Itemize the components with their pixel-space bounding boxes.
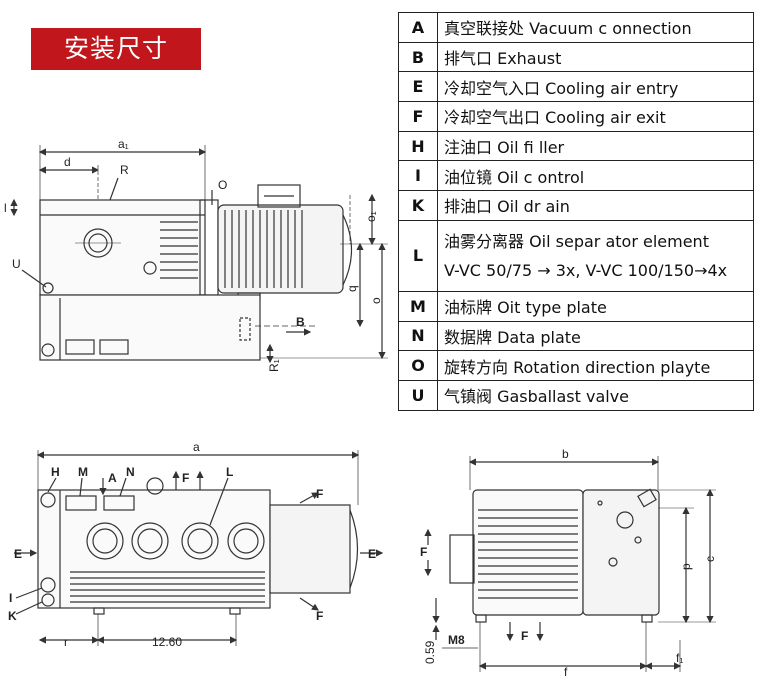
legend-code: N xyxy=(398,320,438,352)
dim-a1: a₁ xyxy=(118,137,129,151)
dim-p: p xyxy=(679,563,693,570)
legend-code: A xyxy=(398,12,438,43)
label-B: B xyxy=(296,315,305,329)
dim-o: o xyxy=(369,297,383,304)
legend-code: B xyxy=(398,41,438,73)
legend-text: 气镇阀 Gasballast valve xyxy=(437,379,754,411)
label-R: R xyxy=(120,163,129,177)
dim-0-59: 0.59 xyxy=(423,640,437,664)
legend-text: 真空联接处 Vacuum c onnection xyxy=(437,12,754,43)
legend-code: H xyxy=(398,130,438,162)
side-view-drawing xyxy=(10,145,388,364)
legend-text-line1: 油雾分离器 Oil separ ator element xyxy=(444,231,709,251)
label-A: A xyxy=(108,471,117,485)
label-E-left: E xyxy=(14,547,22,561)
front-view-labels: a H M A N F L F F E E I K r 12.60 xyxy=(8,440,376,649)
dim-b: b xyxy=(562,447,569,461)
dim-d: d xyxy=(64,155,71,169)
label-K: K xyxy=(8,609,17,623)
legend-text: 排油口 Oil dr ain xyxy=(437,190,754,221)
label-O: O xyxy=(218,178,227,192)
label-F-right-bottom: F xyxy=(316,609,323,623)
label-F-bottom: F xyxy=(521,629,528,643)
label-F-right-top: F xyxy=(316,487,323,501)
legend-code: F xyxy=(398,101,438,132)
end-view-labels: b F p c M8 F 0.59 f f₁ xyxy=(420,447,717,679)
label-M8: M8 xyxy=(448,633,465,647)
label-E-right: E xyxy=(368,547,376,561)
dim-R1: R₁ xyxy=(267,359,281,372)
front-view-drawing xyxy=(14,450,384,646)
dim-f: f xyxy=(564,665,568,679)
dim-f1: f₁ xyxy=(676,651,683,665)
dim-r: r xyxy=(64,635,68,649)
legend-text-line2: V-VC 50/75 → 3x, V-VC 100/150→4x xyxy=(444,260,728,280)
label-F-left: F xyxy=(420,545,427,559)
label-N: N xyxy=(126,465,135,479)
end-view-drawing xyxy=(424,456,716,672)
dim-12-60: 12.60 xyxy=(152,635,182,649)
label-H: H xyxy=(51,465,60,479)
dim-a: a xyxy=(193,440,200,454)
label-F-top: F xyxy=(182,471,189,485)
dim-c: c xyxy=(703,556,717,562)
label-M: M xyxy=(78,465,88,479)
legend-text: 冷却空气入口 Cooling air entry xyxy=(437,71,754,103)
dim-q: q xyxy=(345,285,359,292)
dim-o1: o₁ xyxy=(364,211,378,222)
legend-text: 排气口 Exhaust xyxy=(437,41,754,73)
label-U: U xyxy=(12,257,21,271)
legend-text: 油标牌 Oit type plate xyxy=(437,290,754,322)
legend-code: U xyxy=(398,379,438,411)
dim-l: l xyxy=(4,201,7,215)
label-L: L xyxy=(226,465,233,479)
label-I: I xyxy=(9,591,12,605)
legend-text: 油位镜 Oil c ontrol xyxy=(437,160,754,192)
side-view-labels: a₁ d R O U l o₁ q o B R₁ xyxy=(4,137,383,372)
page-title: 安装尺寸 xyxy=(31,28,201,70)
legend-text: 注油口 Oil fi ller xyxy=(437,130,754,162)
legend-text: 冷却空气出口 Cooling air exit xyxy=(437,101,754,132)
